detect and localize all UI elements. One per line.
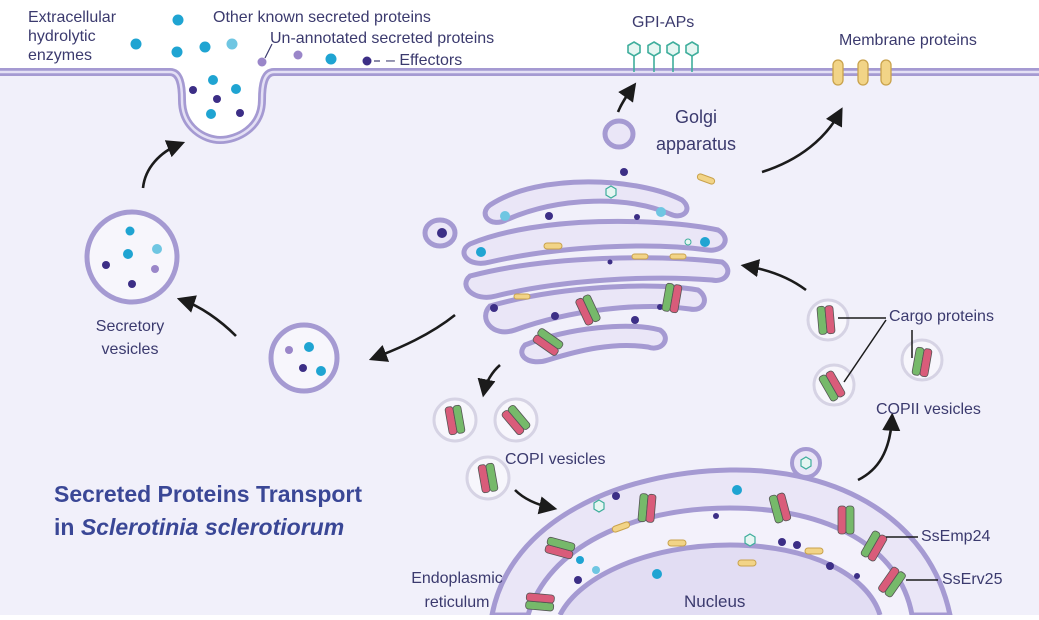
diagram-title: Secreted Proteins Transport in Sclerotin… — [54, 478, 362, 544]
extracellular-proteins — [130, 14, 380, 119]
label-extracellular-enzymes: Extracellular hydrolytic enzymes — [28, 9, 117, 64]
label-cargo-proteins: Cargo proteins — [889, 308, 994, 325]
secretory-vesicle-small — [268, 322, 340, 394]
label-sserv25: SsErv25 — [942, 571, 1003, 588]
er-budding-vesicle — [790, 447, 822, 479]
golgi-cargo — [437, 168, 716, 324]
extracellular-enzyme — [325, 53, 337, 65]
label-other-known: Other known secreted proteins — [213, 9, 431, 26]
label-effectors: – Effectors — [386, 52, 463, 69]
label-membrane-proteins: Membrane proteins — [839, 32, 977, 49]
title-line-1: Secreted Proteins Transport — [54, 481, 363, 507]
label-ssemp24: SsEmp24 — [921, 528, 991, 545]
label-copii-vesicles: COPII vesicles — [876, 401, 981, 418]
label-copi-vesicles: COPI vesicles — [505, 451, 606, 468]
effector — [189, 86, 197, 94]
effector — [236, 109, 244, 117]
endoplasmic-reticulum — [488, 467, 954, 618]
cargo-receptors — [444, 282, 933, 612]
extracellular-enzyme — [206, 109, 216, 119]
unannotated-protein — [293, 50, 303, 60]
label-unannotated: Un-annotated secreted proteins — [270, 30, 495, 47]
extracellular-enzyme — [171, 46, 183, 58]
transport-arrows — [141, 82, 901, 515]
effector — [362, 56, 372, 66]
membrane-proteins — [832, 59, 892, 86]
other-known-protein — [226, 38, 238, 50]
extracellular-enzyme — [208, 75, 218, 85]
effector — [213, 95, 221, 103]
extracellular-enzyme — [172, 14, 184, 26]
gpi-aps — [627, 41, 699, 72]
unannotated-protein — [257, 57, 267, 67]
extracellular-enzyme — [130, 38, 142, 50]
extracellular-enzyme — [199, 41, 211, 53]
label-gpi-aps: GPI-APs — [632, 14, 695, 31]
label-nucleus: Nucleus — [684, 592, 746, 611]
secretory-vesicle-large — [84, 209, 180, 305]
label-leaders — [838, 317, 938, 581]
extracellular-enzyme — [231, 84, 241, 94]
title-line-2: in Sclerotinia sclerotiorum — [54, 514, 345, 540]
